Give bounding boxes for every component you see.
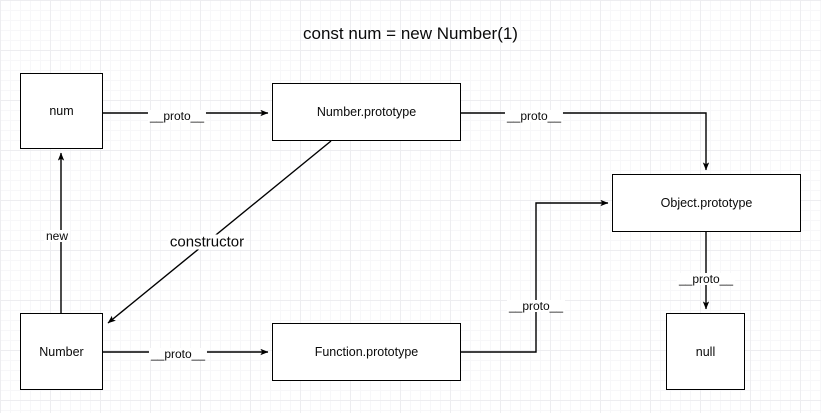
node-number-prototype-label: Number.prototype bbox=[316, 105, 417, 119]
node-number-label: Number bbox=[39, 344, 84, 359]
edge-number-prototype-to-number-constructor bbox=[107, 140, 332, 324]
node-function-prototype[interactable]: Function.prototype bbox=[272, 323, 461, 381]
node-object-prototype-label: Object.prototype bbox=[660, 196, 753, 210]
edge-label-number-prototype-to-number-constructor: constructor bbox=[167, 233, 247, 251]
node-function-prototype-label: Function.prototype bbox=[314, 345, 419, 359]
edge-number-prototype-to-object-prototype bbox=[461, 112, 710, 171]
node-object-prototype[interactable]: Object.prototype bbox=[612, 174, 801, 232]
edge-label-num-to-number-prototype: __proto__ bbox=[147, 109, 207, 123]
node-num-label: num bbox=[49, 104, 74, 118]
edge-label-number-to-function-prototype: __proto__ bbox=[148, 347, 208, 361]
edge-label-number-prototype-to-object-prototype: __proto__ bbox=[504, 109, 564, 123]
node-number-prototype[interactable]: Number.prototype bbox=[272, 83, 461, 141]
node-null[interactable]: null bbox=[666, 313, 745, 390]
node-number[interactable]: Number bbox=[20, 313, 103, 390]
diagram-title: const num = new Number(1) bbox=[303, 24, 518, 43]
edge-label-object-prototype-to-null: __proto__ bbox=[676, 272, 736, 286]
edge-function-prototype-to-object-prototype bbox=[461, 199, 609, 353]
node-null-label: null bbox=[695, 344, 716, 359]
node-num[interactable]: num bbox=[20, 73, 103, 149]
edge-label-function-prototype-to-object-prototype: __proto__ bbox=[506, 299, 566, 313]
edge-label-number-to-num-new: new bbox=[43, 229, 71, 243]
